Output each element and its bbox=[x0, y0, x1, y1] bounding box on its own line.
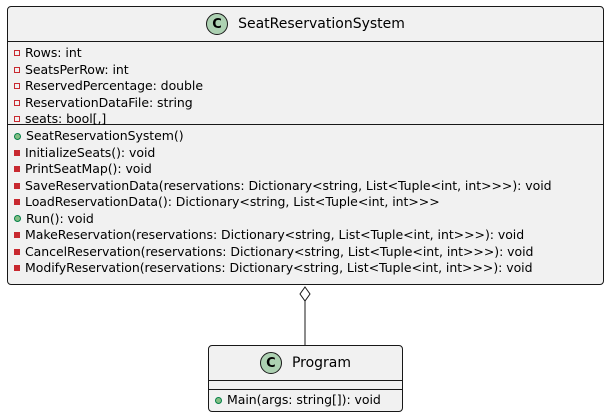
class-name: SeatReservationSystem bbox=[238, 16, 405, 32]
private-visibility-icon bbox=[14, 232, 20, 239]
private-visibility-icon bbox=[14, 166, 20, 173]
methods-section: SeatReservationSystem()InitializeSeats()… bbox=[8, 125, 603, 281]
private-visibility-icon bbox=[14, 116, 20, 123]
aggregation-diamond bbox=[299, 286, 311, 302]
stereotype-letter: C bbox=[212, 16, 222, 32]
class-stereotype-icon: C bbox=[206, 13, 229, 35]
member-text: ReservedPercentage: double bbox=[25, 78, 203, 93]
member-text: SeatReservationSystem() bbox=[26, 128, 184, 143]
class-name: Program bbox=[291, 355, 352, 371]
class-program[interactable]: C Program Main(args: string[]): void bbox=[208, 345, 403, 412]
member-row: ReservedPercentage: double bbox=[8, 78, 603, 95]
member-text: ModifyReservation(reservations: Dictiona… bbox=[25, 260, 533, 275]
private-visibility-icon bbox=[14, 83, 20, 90]
divider bbox=[209, 380, 402, 381]
member-text: PrintSeatMap(): void bbox=[25, 161, 152, 176]
member-text: CancelReservation(reservations: Dictiona… bbox=[25, 243, 534, 259]
public-visibility-icon bbox=[14, 215, 21, 223]
private-visibility-icon bbox=[14, 66, 20, 73]
member-row: LoadReservationData(): Dictionary<string… bbox=[8, 194, 603, 211]
member-text: SeatsPerRow: int bbox=[25, 61, 129, 77]
member-text: seats: bool[,] bbox=[25, 111, 107, 126]
member-text: ReservationDataFile: string bbox=[25, 94, 193, 110]
fields-section bbox=[209, 381, 402, 389]
private-visibility-icon bbox=[14, 182, 20, 189]
member-text: Main(args: string[]): void bbox=[227, 392, 381, 407]
private-visibility-icon bbox=[14, 50, 20, 57]
member-row: Main(args: string[]): void bbox=[209, 392, 402, 409]
private-visibility-icon bbox=[14, 149, 20, 156]
public-visibility-icon bbox=[14, 132, 21, 140]
divider bbox=[209, 389, 402, 390]
member-text: Run(): void bbox=[26, 210, 94, 226]
member-text: Rows: int bbox=[25, 45, 82, 60]
member-row: Run(): void bbox=[8, 211, 603, 228]
member-row: ModifyReservation(reservations: Dictiona… bbox=[8, 260, 603, 277]
member-row: MakeReservation(reservations: Dictionary… bbox=[8, 227, 603, 244]
class-header: C Program bbox=[209, 346, 402, 380]
member-text: LoadReservationData(): Dictionary<string… bbox=[25, 194, 440, 209]
member-text: InitializeSeats(): void bbox=[25, 144, 156, 160]
private-visibility-icon bbox=[14, 248, 20, 255]
member-row: InitializeSeats(): void bbox=[8, 145, 603, 162]
member-text: MakeReservation(reservations: Dictionary… bbox=[25, 227, 525, 242]
member-row: SeatsPerRow: int bbox=[8, 62, 603, 79]
member-text: SaveReservationData(reservations: Dictio… bbox=[25, 177, 552, 193]
private-visibility-icon bbox=[14, 199, 20, 206]
divider bbox=[8, 124, 603, 125]
public-visibility-icon bbox=[215, 396, 222, 404]
private-visibility-icon bbox=[14, 265, 20, 272]
stereotype-letter: C bbox=[266, 355, 276, 371]
member-row: Rows: int bbox=[8, 45, 603, 62]
divider bbox=[8, 41, 603, 42]
member-row: CancelReservation(reservations: Dictiona… bbox=[8, 244, 603, 261]
class-header: C SeatReservationSystem bbox=[8, 7, 603, 41]
member-row: seats: bool[,] bbox=[8, 111, 603, 128]
member-row: PrintSeatMap(): void bbox=[8, 161, 603, 178]
member-row: SeatReservationSystem() bbox=[8, 128, 603, 145]
private-visibility-icon bbox=[14, 99, 20, 106]
class-stereotype-icon: C bbox=[259, 352, 282, 374]
member-row: SaveReservationData(reservations: Dictio… bbox=[8, 178, 603, 195]
member-row: ReservationDataFile: string bbox=[8, 95, 603, 112]
methods-section: Main(args: string[]): void bbox=[209, 390, 402, 413]
